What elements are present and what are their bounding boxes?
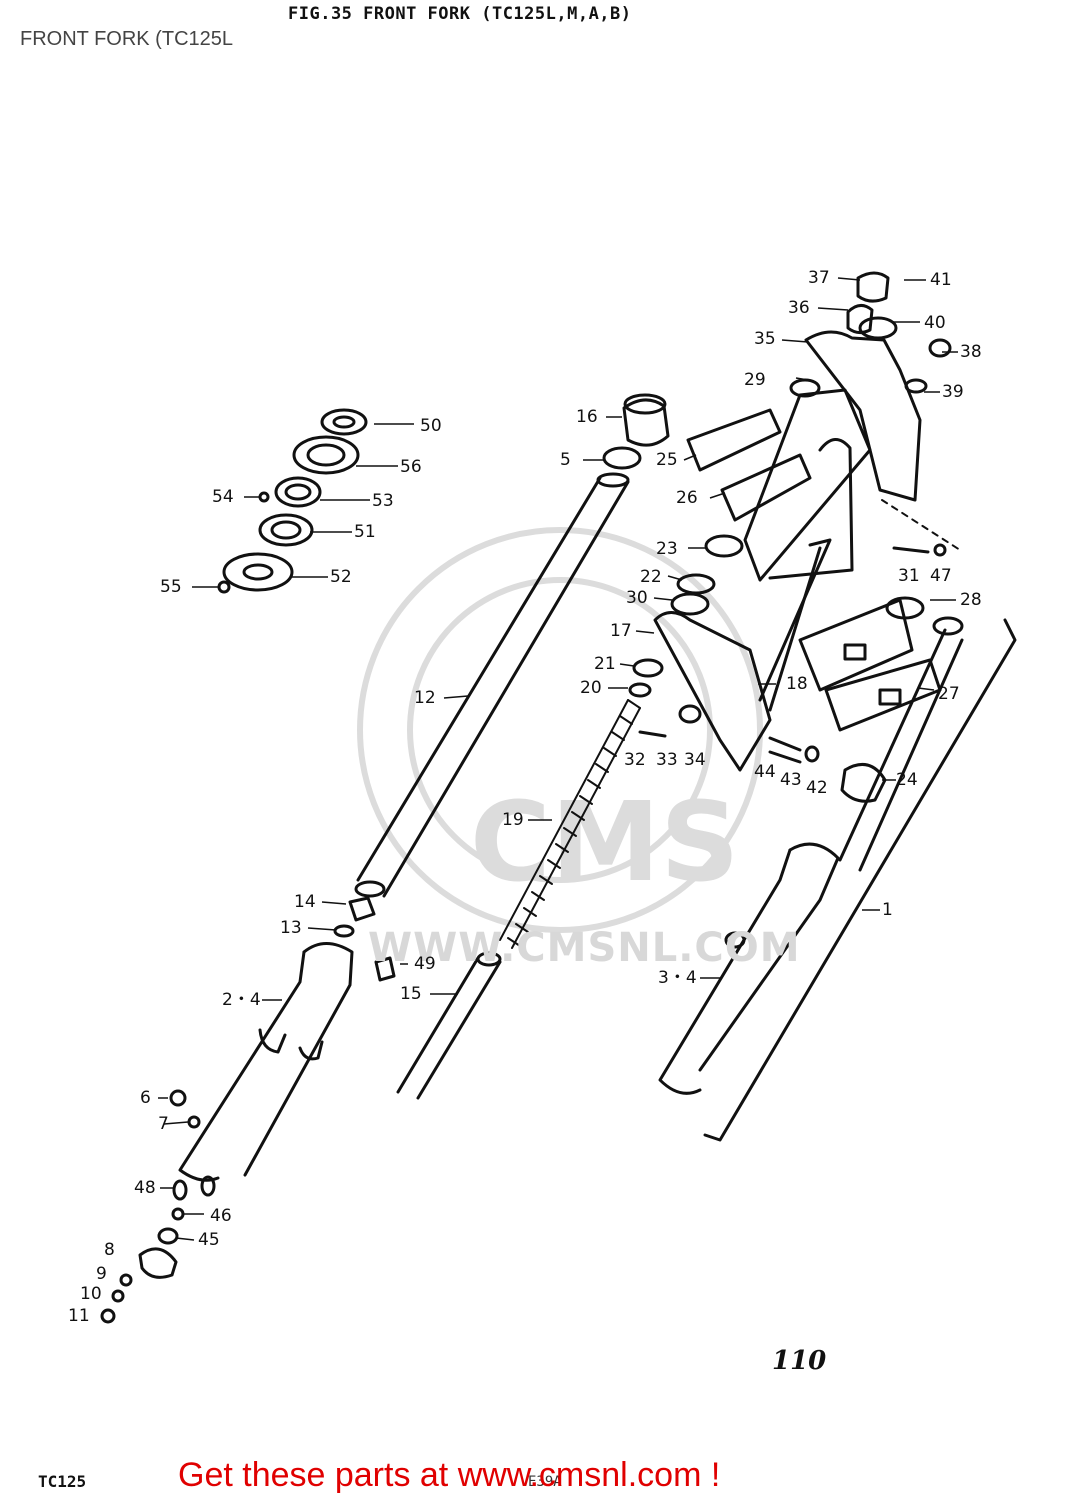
part-label-56: 56 [400, 457, 422, 477]
steering-stem [628, 534, 832, 772]
o-ring-5 [602, 446, 642, 470]
watermark-url: WWW.CMSNL.COM [368, 925, 801, 971]
upper-bracket [686, 378, 872, 582]
part-label-54: 54 [212, 487, 234, 507]
fork-tube-12 [354, 472, 630, 898]
part-label-42: 42 [806, 778, 828, 798]
part-label-7: 7 [158, 1114, 169, 1134]
part-label-39: 39 [942, 382, 964, 402]
part-label-49: 49 [414, 954, 436, 974]
part-label-12: 12 [414, 688, 436, 708]
part-label-1: 1 [882, 900, 893, 920]
part-label-14: 14 [294, 892, 316, 912]
fork-cap-16 [622, 393, 670, 447]
part-label-48: 48 [134, 1178, 156, 1198]
handlebar-clamp [804, 271, 952, 502]
part-label-38: 38 [960, 342, 982, 362]
outer-tube-left [178, 942, 354, 1182]
part-label-37: 37 [808, 268, 830, 288]
watermark-brand: CMS [470, 778, 739, 906]
part-label-15: 15 [400, 984, 422, 1004]
part-label-35: 35 [754, 329, 776, 349]
part-label-26: 26 [676, 488, 698, 508]
part-label-16: 16 [576, 407, 598, 427]
cta-link[interactable]: Get these parts at www.cmsnl.com ! [178, 1456, 721, 1494]
part-label-53: 53 [372, 491, 394, 511]
part-label-13: 13 [280, 918, 302, 938]
part-label-40: 40 [924, 313, 946, 333]
part-label-41: 41 [930, 270, 952, 290]
part-label-33: 33 [656, 750, 678, 770]
fork-spring-19 [499, 699, 641, 949]
circlip-13 [333, 924, 355, 938]
part-label-9: 9 [96, 1264, 107, 1284]
part-label-18: 18 [786, 674, 808, 694]
damper-rod-15 [396, 951, 502, 1100]
part-label-8: 8 [104, 1240, 115, 1260]
page-number: 110 [772, 1346, 827, 1376]
part-label-10: 10 [80, 1284, 102, 1304]
part-label-25: 25 [656, 450, 678, 470]
dashed-guide [881, 499, 961, 551]
part-label-24: 24 [896, 770, 918, 790]
part-label-23: 23 [656, 539, 678, 559]
collar-14 [348, 896, 376, 922]
part-label-46: 46 [210, 1206, 232, 1226]
part-label-3-4: 3・4 [658, 968, 697, 988]
part-label-30: 30 [626, 588, 648, 608]
part-label-17: 17 [610, 621, 632, 641]
part-label-45: 45 [198, 1230, 220, 1250]
part-label-36: 36 [788, 298, 810, 318]
seal-stack [217, 408, 368, 594]
part-label-43: 43 [780, 770, 802, 790]
part-label-19: 19 [502, 810, 524, 830]
part-label-31: 31 [898, 566, 920, 586]
part-label-44: 44 [754, 762, 776, 782]
part-label-55: 55 [160, 577, 182, 597]
model-code: TC125 [38, 1472, 87, 1491]
outer-tube-right [658, 618, 1017, 1142]
part-label-29: 29 [744, 370, 766, 390]
part-label-32: 32 [624, 750, 646, 770]
part-label-52: 52 [330, 567, 352, 587]
part-label-51: 51 [354, 522, 376, 542]
part-label-34: 34 [684, 750, 706, 770]
part-label-28: 28 [960, 590, 982, 610]
part-label-6: 6 [140, 1088, 151, 1108]
part-label-2-4: 2・4 [222, 990, 261, 1010]
drawing-code: E39A [528, 1474, 562, 1490]
part-label-5: 5 [560, 450, 571, 470]
bolts-small [638, 543, 947, 764]
cms-watermark-logo: CMS [357, 527, 763, 933]
part-label-11: 11 [68, 1306, 90, 1326]
figure-title: FIG.35 FRONT FORK (TC125L,M,A,B) [288, 4, 632, 24]
part-label-20: 20 [580, 678, 602, 698]
leader-lines [158, 277, 958, 1241]
part-label-50: 50 [420, 416, 442, 436]
lower-bracket [798, 596, 964, 732]
part-label-21: 21 [594, 654, 616, 674]
part-label-22: 22 [640, 567, 662, 587]
part-label-47: 47 [930, 566, 952, 586]
page-overlay-title: FRONT FORK (TC125L [20, 28, 233, 50]
axle-holder-parts [100, 1089, 216, 1324]
piece-49 [374, 956, 396, 982]
part-label-27: 27 [938, 684, 960, 704]
